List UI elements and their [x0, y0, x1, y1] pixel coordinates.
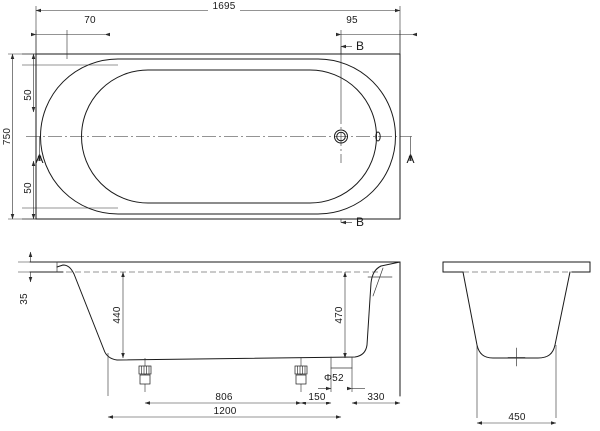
dim-text-drain-diameter: Φ52 [324, 373, 344, 384]
leg-right-upper-body [294, 365, 308, 375]
dim-text-foot-end-offset: 330 [367, 392, 385, 403]
dim-text-bg-95 [338, 13, 366, 25]
support-leg-right [294, 358, 308, 392]
dim-text-bg-806 [208, 390, 240, 402]
tub-outer-bowl [40, 58, 396, 215]
overflow-hole-icon [375, 131, 381, 142]
leg-left-upper-body [138, 365, 152, 375]
leg-right-lower-body [295, 374, 307, 385]
dim-text-overall-width: 750 [2, 128, 13, 146]
support-leg-left [138, 358, 152, 392]
dim-text-rim-offset-bottom: 50 [23, 182, 34, 194]
dim-text-depth-head-end: 440 [112, 306, 123, 324]
section-label-b-lower: B [356, 215, 364, 229]
dim-text-drain-to-leg: 150 [308, 392, 326, 403]
drain-hole-outer-icon [334, 129, 348, 144]
dim-text-overall-length: 1695 [212, 1, 235, 12]
drain-hole-inner-icon [336, 131, 346, 142]
dim-text-bg-150 [303, 390, 331, 402]
side-foot-end-rim-join [380, 261, 401, 267]
section-a-side-view: 35 440 470 806 1200 150 Φ52 330 [18, 251, 401, 419]
section-label-b-upper: B [356, 39, 364, 53]
dim-text-rim-offset-top: 50 [23, 89, 34, 101]
dim-text-bg-1695 [208, 0, 240, 12]
dim-text-bg-1200 [207, 404, 243, 416]
tub-inner-bowl [81, 69, 377, 204]
leg-left-lower-body [139, 374, 151, 385]
section-label-a-right: A [406, 152, 414, 166]
dim-text-rim-offset-left: 70 [84, 15, 96, 26]
end-tub-inner-profile [462, 271, 571, 359]
dim-text-leg-span: 806 [215, 392, 233, 403]
dim-text-depth-foot-end: 470 [334, 306, 345, 324]
dim-text-drain-offset-right: 95 [346, 15, 358, 26]
dim-text-bg-70 [76, 13, 104, 25]
section-label-a-left: A [35, 152, 43, 166]
top-view: 1695 70 95 750 50 50 A A [2, 0, 418, 229]
dim-text-bg-330 [362, 390, 390, 402]
dim-text-rim-thickness: 35 [19, 293, 30, 305]
dim-text-base-length: 1200 [213, 406, 236, 417]
side-tub-inner-profile [56, 264, 382, 361]
side-break-tick-diagonal [372, 267, 384, 297]
dim-text-base-width: 450 [508, 412, 526, 423]
section-b-end-view: 450 [442, 261, 591, 425]
dim-text-bg-450 [500, 410, 534, 422]
